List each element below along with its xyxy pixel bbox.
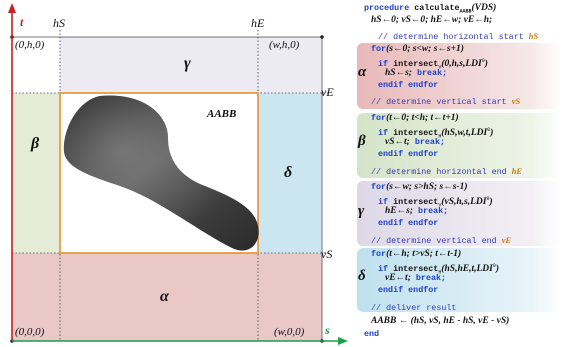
t-axis-label: t (20, 15, 24, 29)
band-delta-label: δ (358, 268, 366, 284)
region-gamma-label: γ (184, 55, 191, 72)
code-line-delta-assign: vE←t; break; (385, 273, 447, 283)
region-gamma-area (60, 37, 322, 93)
code-line-result: AABB ← (hS, vS, hE - hS, vE - vS) (371, 316, 510, 326)
ve-label: vE (321, 85, 334, 99)
band-alpha (357, 43, 562, 109)
region-delta-label: δ (284, 164, 293, 181)
band-alpha-label: α (358, 64, 367, 80)
code-comment-result: // deliver result (371, 303, 457, 313)
code-line-gamma-end: endif endfor (378, 218, 439, 228)
band-delta (357, 248, 562, 312)
code-line-delta-end: endif endfor (378, 285, 439, 295)
code-line-alpha-end: endif endfor (378, 80, 439, 90)
vs-label: vS (321, 247, 333, 261)
diagram-canvas (8, 3, 348, 345)
region-beta-area (12, 93, 60, 253)
code-comment-delta: // determine vertical end vE (371, 236, 511, 246)
s-axis-label: s (325, 323, 330, 337)
corner-label-top-right: (w,h,0) (269, 39, 300, 51)
object-highlight (63, 95, 259, 251)
code-line-alpha-assign: hS←s; break; (385, 68, 448, 78)
code-line-gamma-if: if intersectV(vS,h,s,LDI0) (378, 196, 493, 209)
code-line-init: hS←0; vS←0; hE←w; vE←h; (371, 15, 493, 25)
code-line-gamma-for: for(s←w; s>hS; s←s-1) (371, 182, 468, 192)
code-comment-beta: // determine vertical start vS (371, 97, 521, 107)
code-listing: α β γ δ procedure calculateAABB(VDS) hS←… (352, 0, 568, 347)
code-line-procedure: procedure calculateAABB(VDS) (364, 3, 497, 15)
aabb-label: AABB (207, 108, 237, 120)
code-line-delta-if: if intersectH(hS,hE,t,LDI0) (378, 263, 500, 276)
code-line-beta-end: endif endfor (378, 149, 439, 159)
corner-label-bottom-left: (0,0,0) (15, 326, 45, 338)
code-line-end: end (364, 329, 380, 339)
hs-label: hS (53, 16, 65, 30)
corner-dot (320, 35, 324, 39)
code-line-delta-for: for(t←h; t>vS; t←t-1) (371, 249, 462, 259)
band-gamma (357, 181, 562, 246)
code-comment-gamma: // determine horizontal end hE (371, 167, 522, 177)
code-line-beta-if: if intersectH(hS,w,t,LDI0) (378, 127, 494, 140)
region-delta-area (258, 93, 322, 253)
code-line-alpha-for: for(s←0; s<w; s←s+1) (371, 44, 464, 54)
region-alpha-area (12, 253, 322, 341)
he-label: hE (251, 16, 265, 30)
region-alpha-label: α (160, 288, 169, 305)
code-line-alpha-if: if intersectV(0,h,s,LDI0) (378, 58, 488, 71)
corner-label-top-left: (0,h,0) (15, 39, 45, 51)
band-beta-label: β (358, 133, 366, 149)
s-axis-arrow (338, 337, 348, 345)
corner-label-bottom-right: (w,0,0) (274, 326, 305, 338)
region-top-left-area (12, 37, 60, 93)
code-line-beta-for: for(t←0; t<h; t←t+1) (371, 113, 459, 123)
t-axis-arrow (8, 3, 16, 13)
aabb-diagram: t s hS hE vE vS (0,h,0) (w,h,0) (0,0,0) … (8, 3, 348, 345)
code-line-beta-assign: vS←t; break; (385, 137, 445, 147)
region-beta-label: β (31, 135, 40, 152)
band-beta (357, 113, 562, 178)
code-line-gamma-assign: hE←s; break; (385, 206, 449, 216)
band-gamma-label: γ (358, 203, 365, 219)
code-comment-alpha: // determine horizontal start hS (378, 32, 539, 42)
